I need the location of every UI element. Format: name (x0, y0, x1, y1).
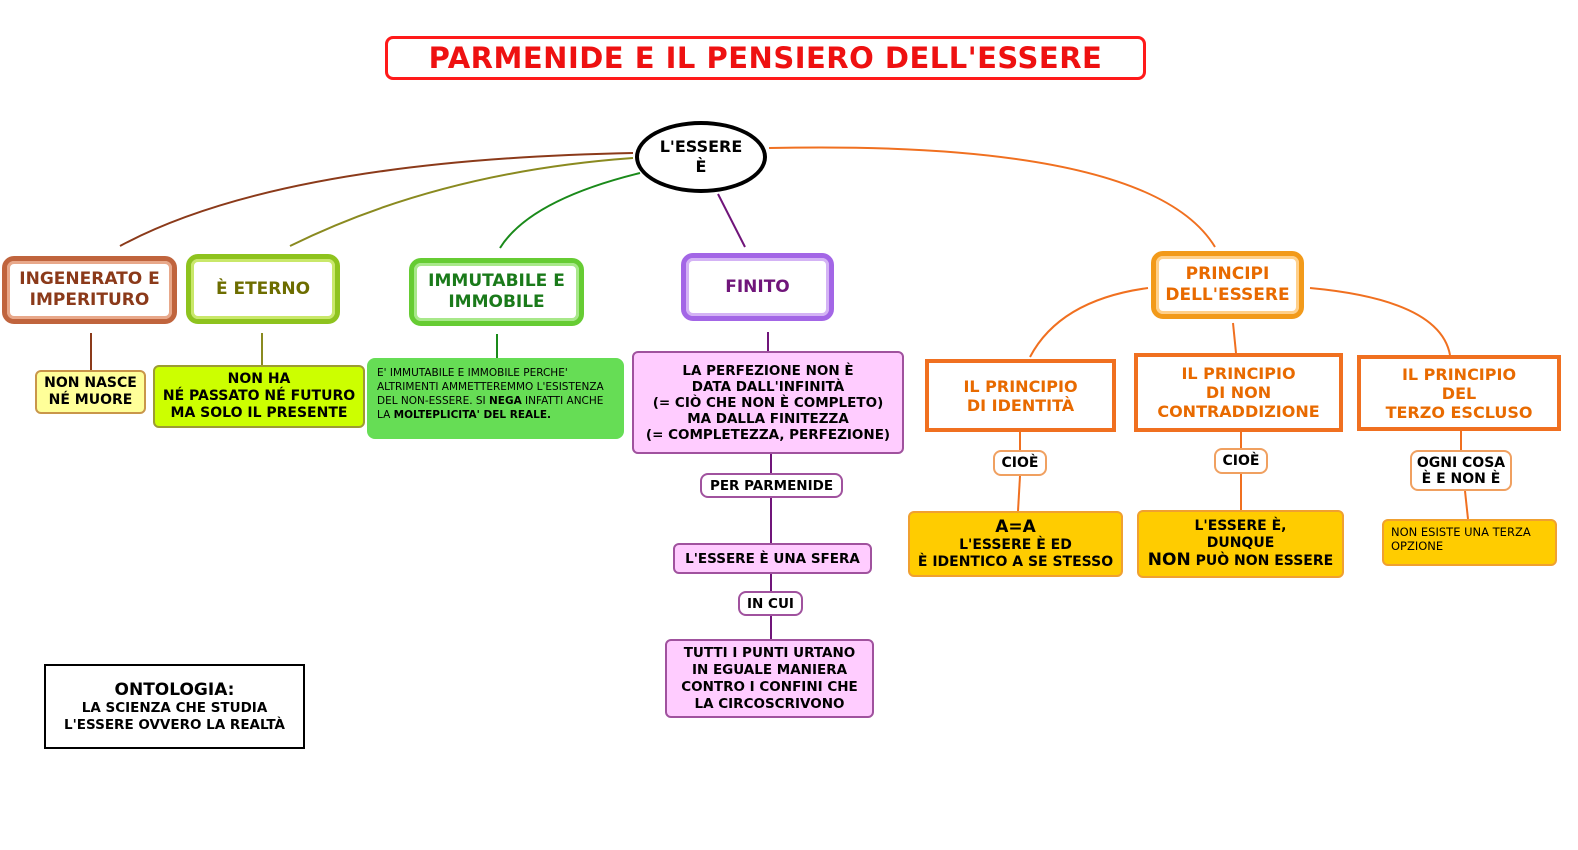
central-node: L'ESSERE È (635, 121, 767, 193)
node-perfezione: LA PERFEZIONE NON È DATA DALL'INFINITÀ (… (632, 351, 904, 454)
node-immutabile-description: E' IMMUTABILE E IMMOBILE PERCHE' ALTRIME… (367, 358, 624, 439)
node-principio-non-contraddizione: IL PRINCIPIO DI NON CONTRADDIZIONE (1134, 353, 1343, 432)
label-per-parmenide: PER PARMENIDE (700, 473, 843, 498)
aea-head: A=A (995, 517, 1036, 537)
label-cioe-identita: CIOÈ (993, 450, 1047, 476)
page-title: PARMENIDE E IL PENSIERO DELL'ESSERE (385, 36, 1146, 80)
node-essere-dunque: L'ESSERE È, DUNQUE NON PUÒ NON ESSERE (1137, 510, 1344, 578)
node-punti: TUTTI I PUNTI URTANO IN EGUALE MANIERA C… (665, 639, 874, 718)
ontologia-box: ONTOLOGIA: LA SCIENZA CHE STUDIA L'ESSER… (44, 664, 305, 749)
essere-non: NON (1147, 550, 1191, 570)
node-principi: PRINCIPI DELL'ESSERE (1151, 251, 1304, 319)
node-immutabile: IMMUTABILE E IMMOBILE (409, 258, 584, 326)
immutabile-text-c: INFATTI ANCHE LA (377, 395, 604, 421)
immutabile-text-d: MOLTEPLICITA' DEL REALE. (393, 409, 552, 421)
node-a-uguale-a: A=A L'ESSERE È ED È IDENTICO A SE STESSO (908, 511, 1123, 577)
essere-tail: PUÒ NON ESSERE (1190, 553, 1334, 569)
node-non-ha: NON HA NÉ PASSATO NÉ FUTURO MA SOLO IL P… (153, 365, 365, 428)
label-cioe-non-contraddizione: CIOÈ (1214, 448, 1268, 474)
node-principio-identita: IL PRINCIPIO DI IDENTITÀ (925, 359, 1116, 432)
label-ogni-cosa: OGNI COSA È E NON È (1410, 450, 1512, 491)
node-eterno: È ETERNO (186, 254, 340, 324)
essere-head: L'ESSERE È, DUNQUE (1194, 518, 1287, 551)
node-ingenerato: INGENERATO E IMPERITURO (2, 256, 177, 324)
ontologia-title: ONTOLOGIA: (114, 679, 235, 700)
immutabile-text-b: NEGA (488, 395, 522, 407)
ontologia-description: LA SCIENZA CHE STUDIA L'ESSERE OVVERO LA… (64, 699, 285, 733)
node-sfera: L'ESSERE È UNA SFERA (673, 543, 872, 574)
node-non-esiste: NON ESISTE UNA TERZA OPZIONE (1382, 519, 1557, 566)
node-finito: FINITO (681, 253, 834, 321)
aea-body: L'ESSERE È ED È IDENTICO A SE STESSO (917, 537, 1114, 570)
label-in-cui: IN CUI (738, 591, 803, 616)
node-principio-terzo-escluso: IL PRINCIPIO DEL TERZO ESCLUSO (1357, 355, 1561, 431)
immutabile-text-a: E' IMMUTABILE E IMMOBILE PERCHE' ALTRIME… (377, 367, 604, 407)
node-non-nasce: NON NASCE NÉ MUORE (35, 370, 146, 414)
